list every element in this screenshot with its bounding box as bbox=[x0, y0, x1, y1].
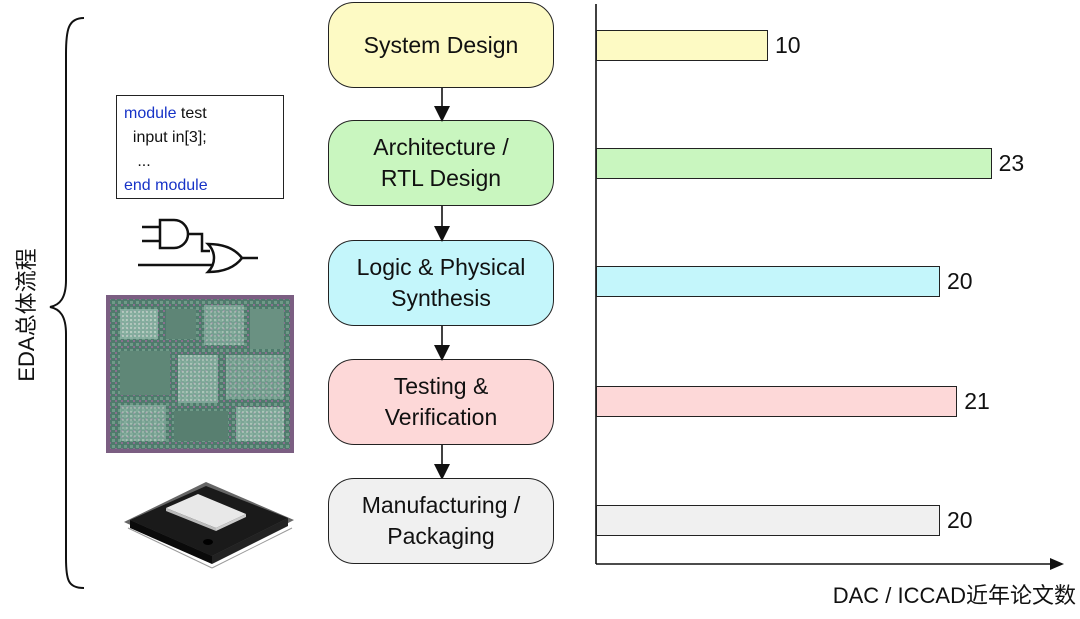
code-line-1: module test bbox=[124, 102, 283, 126]
verilog-code-box: module test input in[3]; ... end module bbox=[116, 95, 284, 199]
code-line-2: input in[3]; bbox=[124, 129, 207, 146]
x-axis-arrowhead bbox=[1050, 558, 1064, 570]
code-text: test bbox=[176, 105, 207, 122]
step-system-design: System Design bbox=[328, 2, 554, 88]
eda-flow-label: EDA总体流程 bbox=[14, 248, 39, 382]
step-label: System Design bbox=[363, 31, 519, 58]
bar-3 bbox=[596, 266, 940, 297]
chip-die-image bbox=[106, 295, 294, 453]
step-logic-physical-synthesis: Logic & Physical Synthesis bbox=[328, 240, 554, 326]
step-label: Testing & Verification bbox=[384, 373, 498, 430]
bar-value-label: 20 bbox=[947, 268, 973, 294]
bar-2 bbox=[596, 148, 992, 179]
bar-4 bbox=[596, 386, 958, 417]
x-axis-label: DAC / ICCAD近年论文数 bbox=[832, 583, 1076, 608]
bar-value-label: 20 bbox=[947, 507, 973, 533]
bar-value-label: 23 bbox=[998, 150, 1025, 176]
step-label: Architecture / RTL Design bbox=[373, 134, 509, 191]
step-label: Logic & Physical Synthesis bbox=[356, 254, 526, 311]
step-manufacturing-packaging: Manufacturing / Packaging bbox=[328, 478, 554, 564]
chip-package-image bbox=[124, 482, 294, 569]
brace-icon bbox=[49, 17, 85, 589]
bar-1 bbox=[596, 30, 768, 61]
bar-value-label: 10 bbox=[775, 32, 801, 58]
code-line-3: ... bbox=[124, 153, 151, 170]
step-architecture-rtl-design: Architecture / RTL Design bbox=[328, 120, 554, 206]
logic-gates-icon bbox=[138, 218, 258, 274]
code-keyword: module bbox=[124, 105, 177, 122]
step-testing-verification: Testing & Verification bbox=[328, 359, 554, 445]
flow-arrows bbox=[434, 88, 450, 478]
bar-5 bbox=[596, 505, 940, 536]
bar-value-label: 21 bbox=[964, 388, 990, 414]
code-line-4: end module bbox=[124, 177, 208, 194]
step-label: Manufacturing / Packaging bbox=[361, 492, 521, 549]
